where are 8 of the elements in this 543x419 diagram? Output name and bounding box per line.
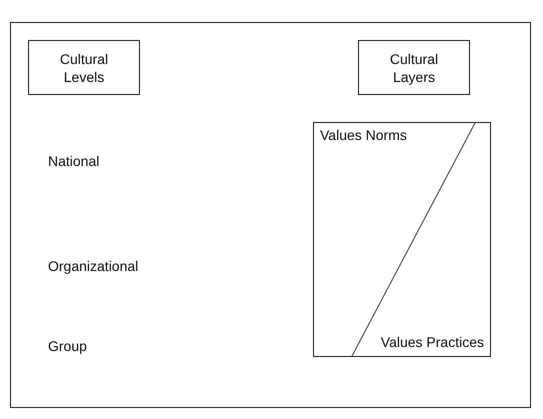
level-label: National: [48, 153, 100, 169]
layer-label: Values Practices: [380, 334, 484, 350]
level-label: Organizational: [48, 258, 138, 274]
layer-box: [313, 122, 491, 357]
heading-box: Cultural Layers: [358, 40, 470, 95]
heading-box: Cultural Levels: [28, 40, 140, 95]
layer-label: Values Norms: [320, 127, 407, 143]
level-label: Group: [48, 338, 87, 354]
